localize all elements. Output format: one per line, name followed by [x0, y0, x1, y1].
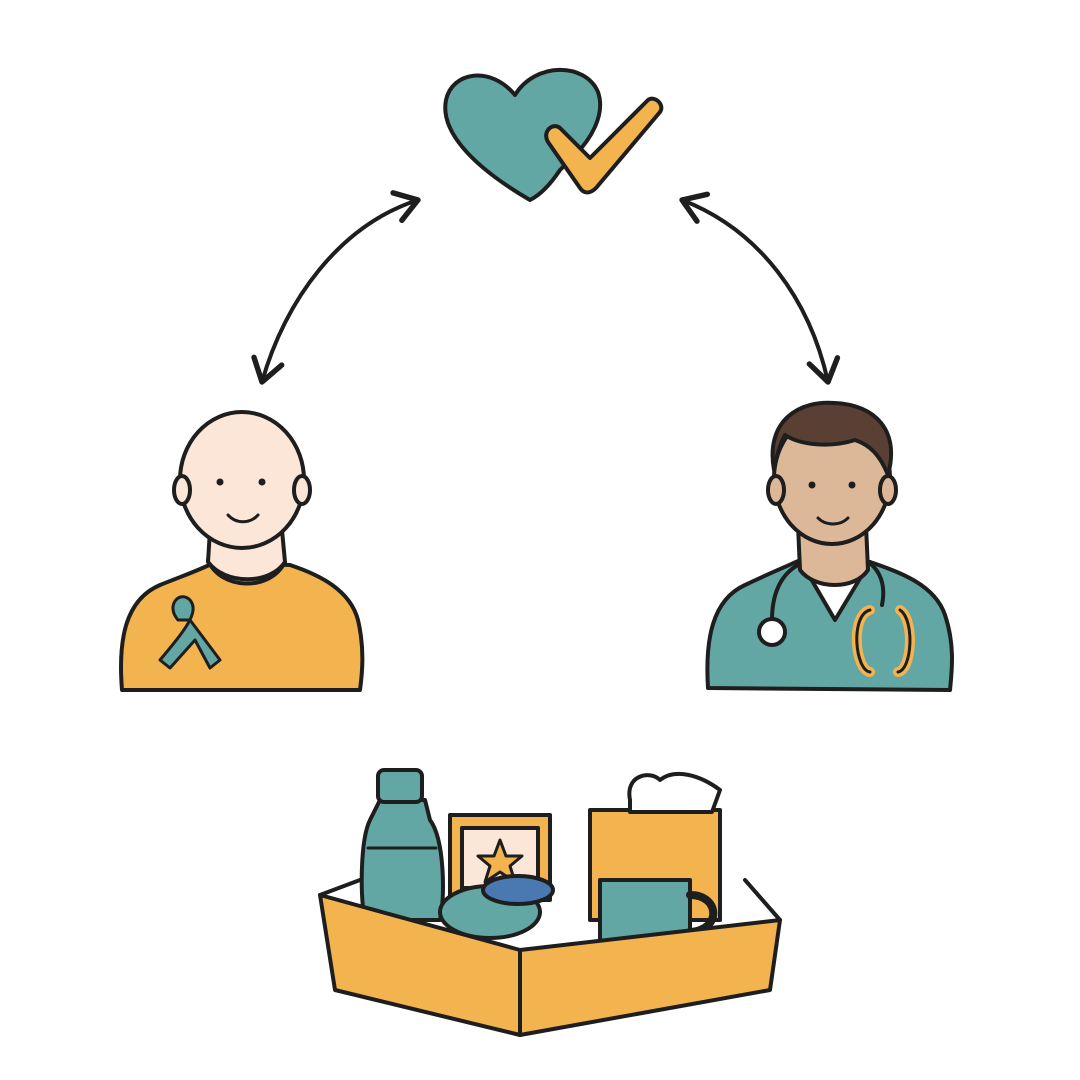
doctor-with-stethoscope-icon	[705, 400, 955, 692]
patient-with-ribbon-icon	[118, 410, 365, 692]
heart-check-icon	[443, 67, 664, 202]
arrow-care-clinician	[679, 191, 841, 385]
stethoscope-icon	[757, 560, 915, 677]
water-bottle-icon	[359, 798, 445, 922]
care-package-box-icon	[318, 768, 782, 1037]
arrow-care-patient	[251, 190, 421, 385]
awareness-ribbon-icon	[158, 595, 222, 670]
box-front-right	[518, 918, 782, 1037]
